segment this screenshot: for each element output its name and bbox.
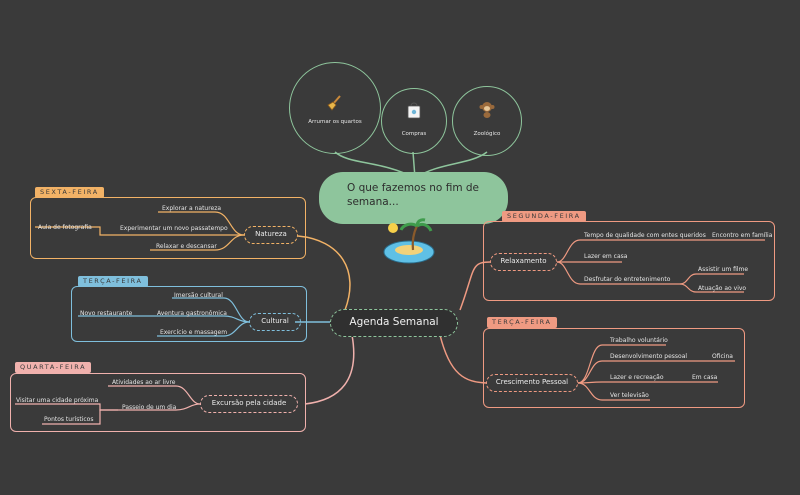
top-label-arrumar: Arrumar os quartos — [308, 119, 362, 125]
island-icon — [383, 218, 435, 264]
item-passeio-um-dia: Passeio de um dia — [122, 404, 177, 411]
section-terca-feira-right — [483, 328, 745, 408]
item-explorar-natureza: Explorar a natureza — [162, 205, 222, 212]
item-lazer-casa: Lazer em casa — [584, 253, 628, 260]
tag-quarta-feira: QUARTA-FEIRA — [15, 362, 92, 373]
top-circle-compras[interactable]: Compras — [381, 88, 447, 154]
section-segunda-feira — [483, 221, 775, 301]
hub-excursao-cidade[interactable]: Excursão pela cidade — [200, 395, 298, 413]
item-ver-televisao: Ver televisão — [610, 392, 649, 399]
top-circle-arrumar[interactable]: Arrumar os quartos — [289, 62, 381, 154]
item-trabalho-voluntario: Trabalho voluntário — [610, 337, 668, 344]
item-novo-restaurante: Novo restaurante — [80, 310, 133, 317]
item-desenvolvimento-pessoal: Desenvolvimento pessoal — [610, 353, 688, 360]
top-label-compras: Compras — [401, 131, 427, 137]
tag-segunda-feira: SEGUNDA-FEIRA — [502, 211, 586, 222]
monkey-icon — [479, 102, 495, 118]
shopping-bag-icon — [407, 102, 421, 119]
top-label-zoologico: Zoológico — [473, 131, 501, 137]
item-relaxar-descansar: Relaxar e descansar — [156, 243, 217, 250]
item-pontos-turisticos: Pontos turísticos — [44, 416, 94, 423]
hub-crescimento-pessoal[interactable]: Crescimento Pessoal — [486, 374, 578, 392]
item-atividades-ar-livre: Atividades ao ar livre — [112, 379, 176, 386]
top-circle-zoologico[interactable]: Zoológico — [452, 86, 522, 156]
broom-icon — [327, 95, 341, 111]
hub-relaxamento[interactable]: Relaxamento — [490, 253, 557, 271]
item-tempo-qualidade: Tempo de qualidade com entes queridos — [584, 232, 706, 239]
hub-natureza[interactable]: Natureza — [244, 226, 298, 244]
item-imersao-cultural: Imersão cultural — [174, 292, 223, 299]
section-sexta-feira — [30, 197, 306, 259]
item-visitar-cidade: Visitar uma cidade próxima — [16, 397, 99, 404]
item-aventura-gastronomica: Aventura gastronômica — [157, 310, 227, 317]
item-aula-fotografia: Aula de fotografia — [38, 224, 92, 231]
item-assistir-filme: Assistir um filme — [698, 266, 749, 273]
item-exercicio-massagem: Exercício e massagem — [160, 329, 228, 336]
central-node[interactable]: Agenda Semanal — [330, 309, 458, 337]
item-encontro-familia: Encontro em família — [712, 232, 773, 239]
weekend-title-node[interactable]: O que fazemos no fim de semana... — [319, 172, 508, 224]
item-lazer-recreacao: Lazer e recreação — [610, 374, 664, 381]
item-oficina: Oficina — [712, 353, 733, 360]
tag-terca-feira-right: TERÇA-FEIRA — [487, 317, 557, 328]
tag-sexta-feira: SEXTA-FEIRA — [35, 187, 104, 198]
item-em-casa: Em casa — [692, 374, 718, 381]
section-terca-feira-left — [71, 286, 307, 342]
tag-terca-feira-left: TERÇA-FEIRA — [78, 276, 148, 287]
item-novo-passatempo: Experimentar um novo passatempo — [120, 225, 228, 232]
item-atuacao-ao-vivo: Atuação ao vivo — [698, 285, 747, 292]
item-desfrutar-entretenimento: Desfrutar do entretenimento — [584, 276, 671, 283]
weekend-title-text: O que fazemos no fim de semana... — [347, 182, 480, 208]
section-quarta-feira — [10, 373, 306, 432]
hub-cultural[interactable]: Cultural — [249, 313, 301, 331]
